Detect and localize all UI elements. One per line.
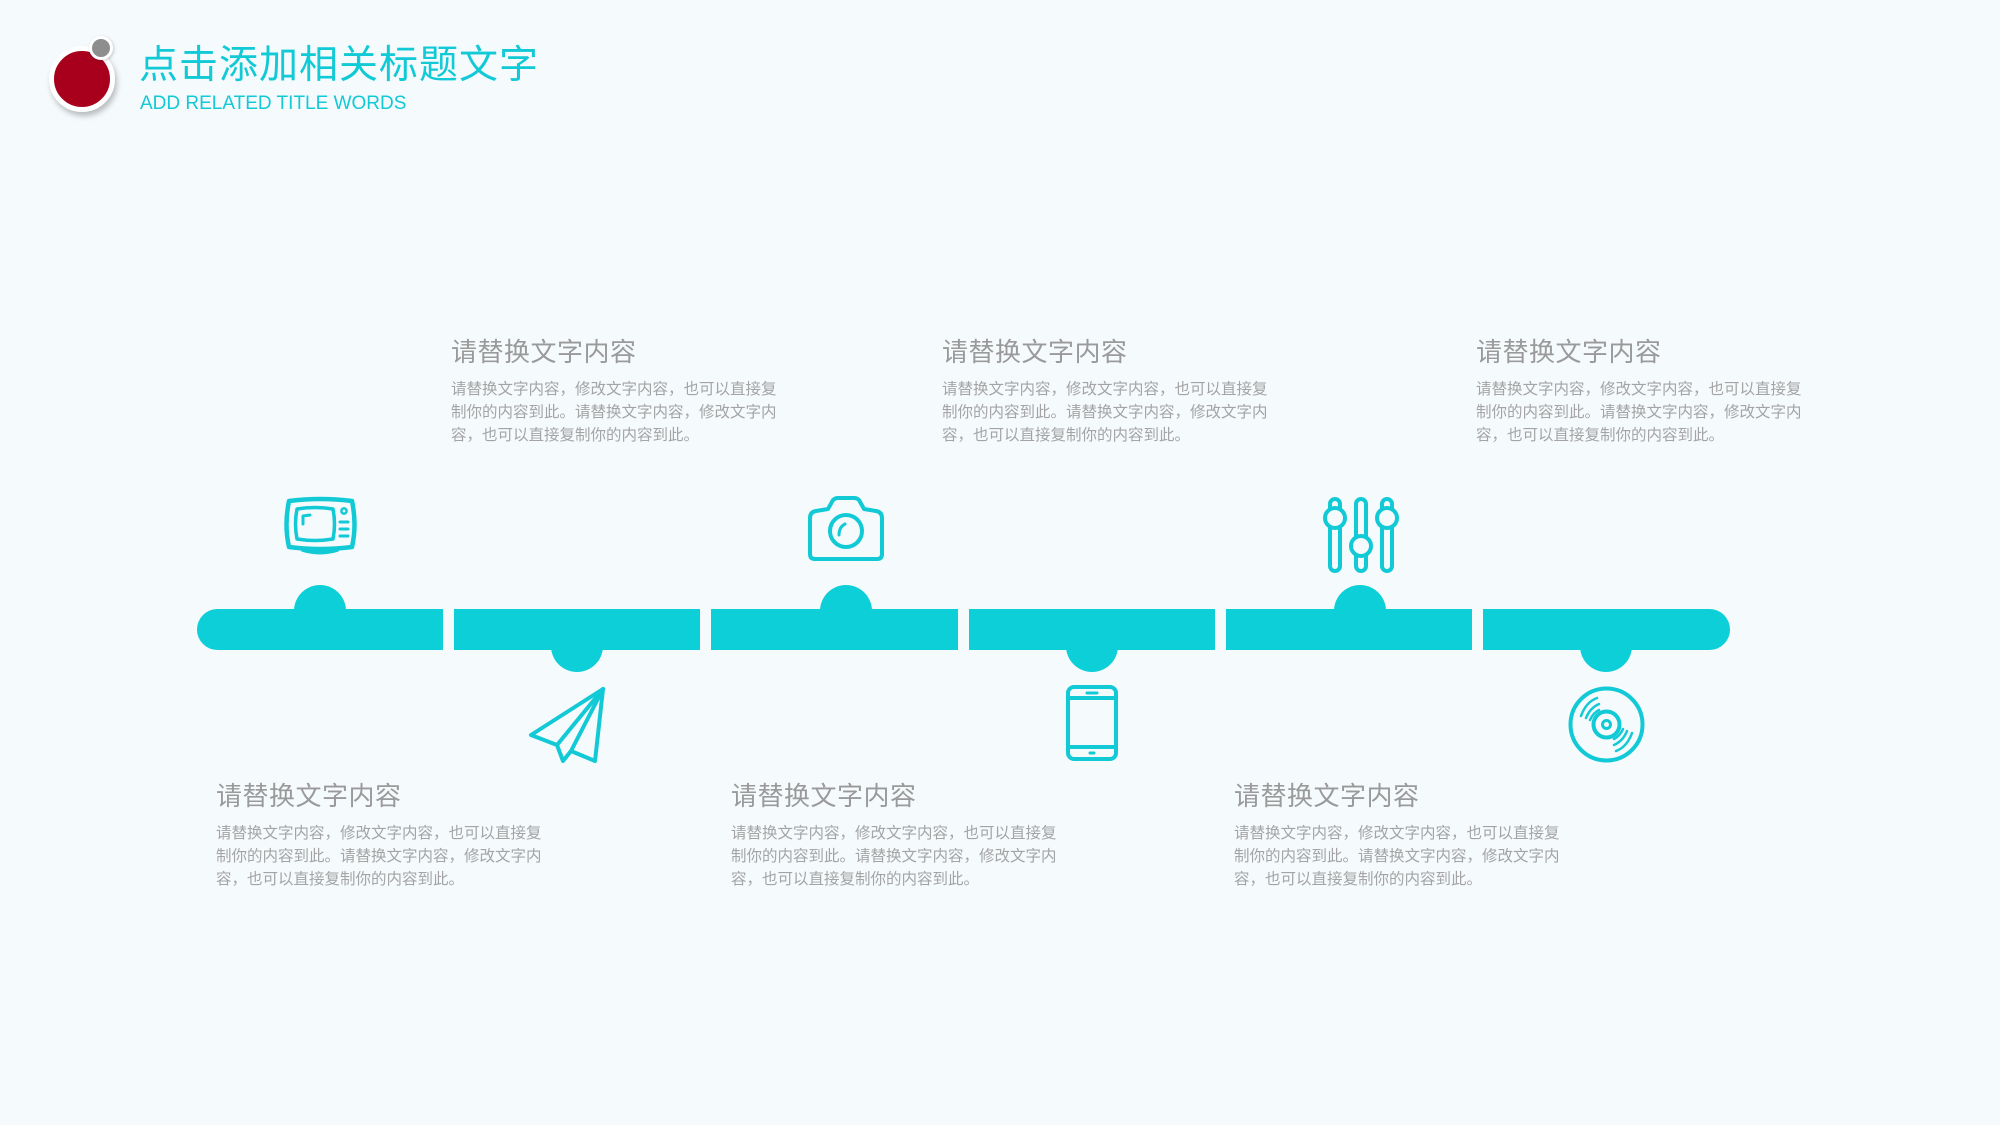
block-title[interactable]: 请替换文字内容 <box>942 338 1128 368</box>
sliders-icon <box>1323 496 1401 575</box>
block-title[interactable]: 请替换文字内容 <box>731 782 917 812</box>
camera-icon <box>808 496 884 561</box>
logo <box>44 36 124 118</box>
timeline-node-4 <box>1066 620 1118 672</box>
block-body[interactable]: 请替换文字内容，修改文字内容，也可以直接复制你的内容到此。请替换文字内容，修改文… <box>1476 380 1802 444</box>
text-block-5: 请替换文字内容 请替换文字内容，修改文字内容，也可以直接复制你的内容到此。请替换… <box>1234 782 1574 891</box>
timeline-node-6 <box>1580 620 1632 672</box>
timeline-node-5 <box>1334 585 1386 637</box>
timeline-node-2 <box>551 620 603 672</box>
text-block-2: 请替换文字内容 请替换文字内容，修改文字内容，也可以直接复制你的内容到此。请替换… <box>451 338 791 447</box>
block-title[interactable]: 请替换文字内容 <box>451 338 637 368</box>
timeline-node-3 <box>820 585 872 637</box>
block-body[interactable]: 请替换文字内容，修改文字内容，也可以直接复制你的内容到此。请替换文字内容，修改文… <box>216 824 542 888</box>
text-block-6: 请替换文字内容 请替换文字内容，修改文字内容，也可以直接复制你的内容到此。请替换… <box>1476 338 1816 447</box>
block-body[interactable]: 请替换文字内容，修改文字内容，也可以直接复制你的内容到此。请替换文字内容，修改文… <box>451 380 777 444</box>
block-title[interactable]: 请替换文字内容 <box>216 782 402 812</box>
tablet-icon <box>1066 685 1118 761</box>
page-subtitle[interactable]: ADD RELATED TITLE WORDS <box>140 93 407 114</box>
text-block-4: 请替换文字内容 请替换文字内容，修改文字内容，也可以直接复制你的内容到此。请替换… <box>942 338 1282 447</box>
logo-gray-dot <box>89 36 113 60</box>
vinyl-disc-icon <box>1568 686 1645 763</box>
block-body[interactable]: 请替换文字内容，修改文字内容，也可以直接复制你的内容到此。请替换文字内容，修改文… <box>1234 824 1560 888</box>
text-block-1: 请替换文字内容 请替换文字内容，修改文字内容，也可以直接复制你的内容到此。请替换… <box>216 782 556 891</box>
tv-icon <box>283 496 358 557</box>
block-body[interactable]: 请替换文字内容，修改文字内容，也可以直接复制你的内容到此。请替换文字内容，修改文… <box>731 824 1057 888</box>
page-title[interactable]: 点击添加相关标题文字 <box>139 43 540 88</box>
timeline-node-1 <box>294 585 346 637</box>
block-title[interactable]: 请替换文字内容 <box>1234 782 1420 812</box>
paper-plane-icon <box>527 685 607 765</box>
block-body[interactable]: 请替换文字内容，修改文字内容，也可以直接复制你的内容到此。请替换文字内容，修改文… <box>942 380 1268 444</box>
block-title[interactable]: 请替换文字内容 <box>1476 338 1662 368</box>
text-block-3: 请替换文字内容 请替换文字内容，修改文字内容，也可以直接复制你的内容到此。请替换… <box>731 782 1071 891</box>
